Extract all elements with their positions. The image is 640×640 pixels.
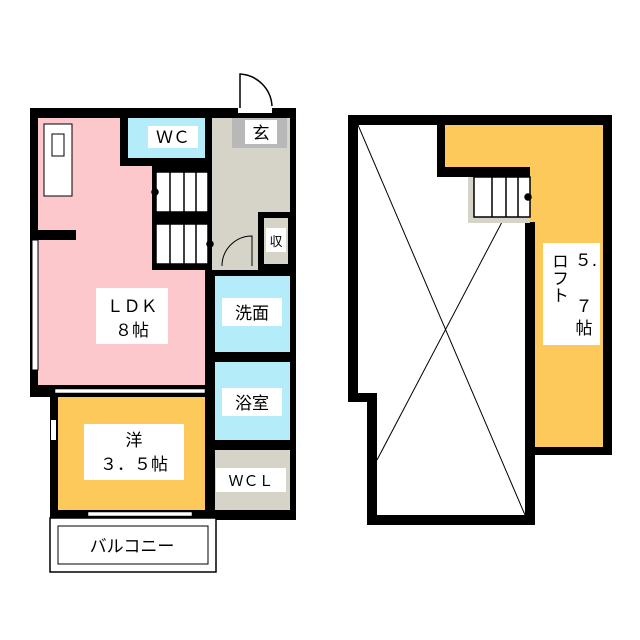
front-door-opening bbox=[238, 108, 272, 113]
loft-stairs-icon bbox=[468, 176, 532, 223]
wall-stub bbox=[38, 230, 76, 240]
balcony-window[interactable] bbox=[87, 511, 193, 517]
window bbox=[31, 239, 39, 371]
stairs-icon bbox=[151, 171, 214, 265]
bathroom-label-bg bbox=[222, 388, 282, 416]
western-label-bg bbox=[84, 424, 184, 480]
loft-room[interactable] bbox=[445, 125, 603, 447]
western-room-name: 洋 bbox=[126, 431, 143, 451]
entrance-label: 玄 bbox=[253, 124, 270, 144]
wall bbox=[215, 440, 290, 450]
window bbox=[51, 420, 56, 440]
wall bbox=[205, 270, 295, 278]
washroom-label-bg bbox=[222, 298, 282, 326]
void-cross-line bbox=[376, 221, 503, 461]
sliding-door[interactable] bbox=[54, 388, 206, 394]
storage-label: 収 bbox=[269, 235, 282, 250]
loft-floor: ５. ロフト ７ 帖 bbox=[348, 115, 612, 525]
void-cross-line bbox=[357, 124, 526, 516]
loft-size-a: ５. bbox=[575, 251, 597, 271]
balcony-label: バルコニー bbox=[90, 537, 175, 557]
wall bbox=[215, 352, 290, 362]
loft-size-b: ７ bbox=[576, 297, 593, 317]
balcony-rail bbox=[57, 525, 209, 565]
wall bbox=[50, 397, 58, 520]
entrance-label-bg bbox=[245, 120, 277, 144]
loft-name: ロフト bbox=[548, 253, 568, 304]
wcl-label-bg bbox=[216, 468, 286, 492]
washroom-label: 洗面 bbox=[235, 304, 269, 324]
ldk-label-bg bbox=[96, 288, 168, 344]
sink-icon bbox=[51, 133, 65, 157]
wc-label: ＷＣ bbox=[156, 128, 190, 148]
western-room-size: ３．５帖 bbox=[100, 455, 168, 475]
bathroom-label: 浴室 bbox=[235, 394, 269, 414]
ldk-name: ＬＤＫ bbox=[107, 297, 158, 317]
balcony[interactable] bbox=[49, 517, 217, 573]
ldk-size: ８帖 bbox=[115, 321, 149, 341]
front-door-icon[interactable] bbox=[239, 73, 273, 108]
wall bbox=[290, 108, 296, 520]
loft-label-bg bbox=[543, 243, 600, 345]
wc-label-bg bbox=[148, 126, 198, 148]
loft-unit: 帖 bbox=[576, 319, 593, 339]
door-icon bbox=[221, 235, 253, 267]
wcl-label: ＷＣＬ bbox=[228, 472, 273, 490]
storage-label-bg bbox=[266, 228, 286, 252]
ground-floor: ＷＣ 玄 収 洗面 浴室 ＷＣＬ ＬＤＫ ８ bbox=[30, 73, 296, 573]
